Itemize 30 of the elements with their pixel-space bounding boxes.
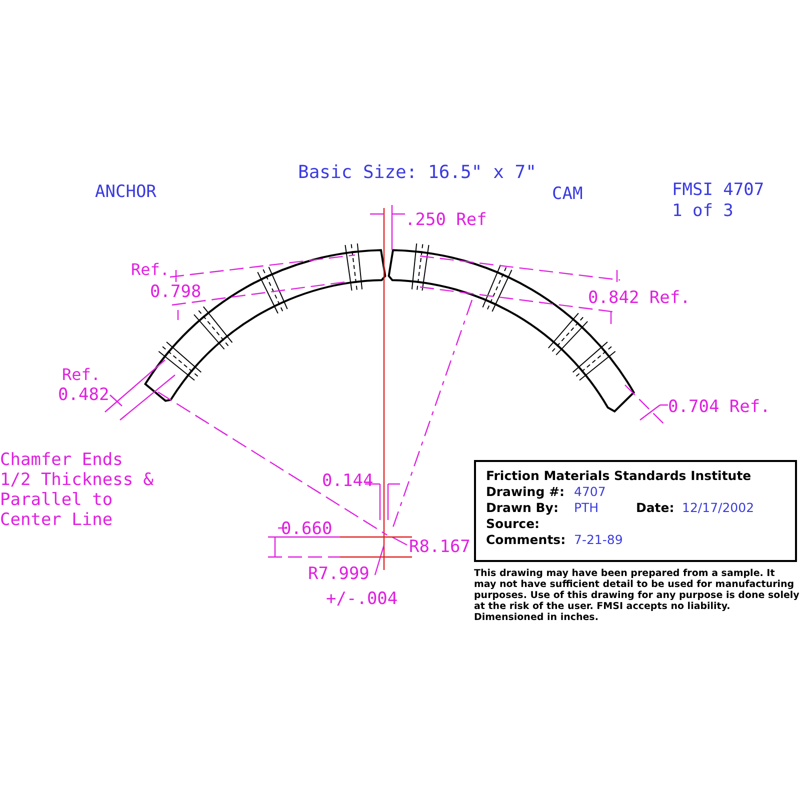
part-number: FMSI 4707 <box>672 181 764 199</box>
field-label: Drawn By: <box>486 500 558 515</box>
size-heading: Basic Size: 16.5" x 7" <box>298 164 536 182</box>
dimension-text: +/-.004 <box>326 590 398 608</box>
note-text: Chamfer Ends 1/2 Thickness & Parallel to Center Line <box>0 450 155 530</box>
dimension-text: 0.798 <box>150 283 202 301</box>
dimension-text: R7.999 <box>308 565 370 583</box>
dimension-text: 0.660 <box>281 520 332 538</box>
title-block <box>474 460 797 562</box>
field-value: 12/17/2002 <box>682 500 754 515</box>
field-label: Drawing #: <box>486 484 564 499</box>
end-label: ANCHOR <box>95 183 156 201</box>
field-label: Source: <box>486 516 540 531</box>
disclaimer-note: This drawing may have been prepared from a sample. It may not have sufficient detail to be used for manufacturing purposes. Use of this drawing for any purpose is done solely at the risk of the user. FMSI accepts no liability. Dimensioned in inches. <box>474 568 800 623</box>
dimension-text: 0.144 <box>322 472 374 490</box>
field-label: Comments: <box>486 532 566 547</box>
dimension-text: R8.167 <box>409 538 470 556</box>
institute-name: Friction Materials Standards Institute <box>486 468 752 483</box>
field-label: Date: <box>636 500 674 515</box>
dimension-text: 0.842 Ref. <box>588 289 690 307</box>
dimension-text: Ref. <box>131 261 170 279</box>
end-label: CAM <box>552 185 583 203</box>
dimension-text: 0.482 <box>58 386 110 404</box>
field-value: PTH <box>574 500 599 515</box>
dimension-text: 0.704 Ref. <box>668 398 770 416</box>
sheet-number: 1 of 3 <box>672 202 734 220</box>
dimension-text: .250 Ref <box>405 211 487 229</box>
field-value: 7-21-89 <box>574 532 623 547</box>
field-value: 4707 <box>574 484 606 499</box>
dimension-text: Ref. <box>62 366 101 384</box>
